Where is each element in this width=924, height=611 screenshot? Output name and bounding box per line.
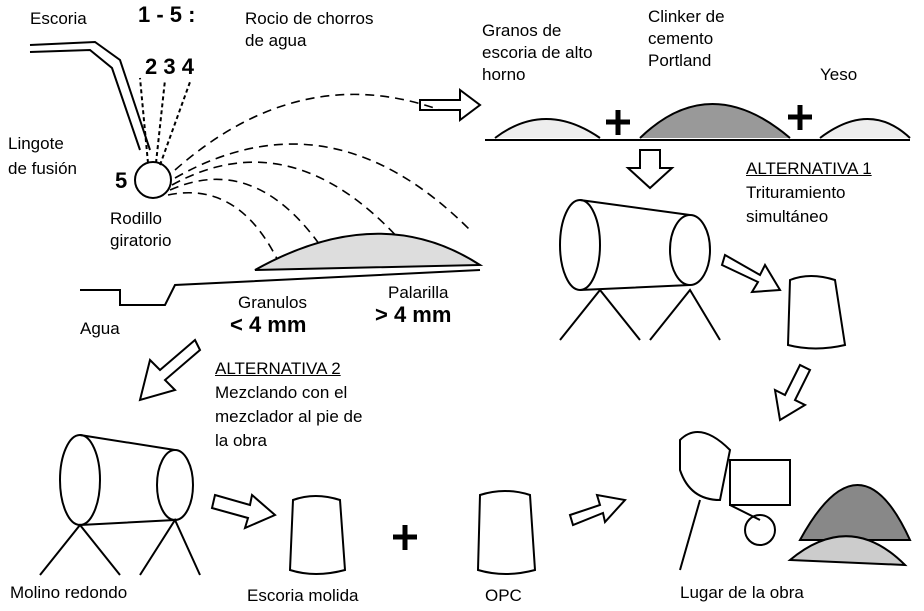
label-granules-size: < 4 mm <box>230 312 307 337</box>
label-slag-2: escoria de alto <box>482 43 593 62</box>
label-opc: OPC <box>485 586 522 605</box>
ball-mill-1 <box>559 199 721 341</box>
label-roller-2: giratorio <box>110 231 172 250</box>
label-roller-1: Rodillo <box>110 209 162 228</box>
label-granules: Granulos <box>238 293 307 312</box>
label-alt2-1: Mezclando con el <box>215 383 348 402</box>
bag-icon <box>786 275 847 350</box>
granule-heap <box>254 232 484 271</box>
aggregate-pile <box>798 484 912 541</box>
label-site: Lugar de la obra <box>680 583 804 602</box>
label-five: 5 <box>115 168 128 193</box>
label-spray-2: de agua <box>245 31 307 50</box>
label-clinker-3: Portland <box>648 51 712 70</box>
label-alt1-1: Trituramiento <box>746 183 846 202</box>
label-nozzles: 2 3 4 <box>145 54 194 79</box>
slag-trough <box>29 40 151 151</box>
ball-mill-2 <box>39 434 201 576</box>
label-water: Agua <box>80 319 120 338</box>
label-gypsum: Yeso <box>820 65 858 84</box>
label-mill: Molino redondo <box>10 583 128 602</box>
label-slag-1: Granos de <box>482 21 562 40</box>
label-escoria: Escoria <box>30 9 87 28</box>
label-ground-slag: Escoria molida <box>247 586 359 605</box>
label-slag-3: horno <box>482 65 526 84</box>
bag-icon <box>476 490 537 575</box>
label-steps: 1 - 5 : <box>138 2 196 27</box>
spray-trajectories <box>167 93 471 266</box>
concrete-mixer <box>679 431 791 571</box>
label-alt1-title: ALTERNATIVA 1 <box>746 159 872 178</box>
label-alt2-3: la obra <box>215 431 267 450</box>
label-pellets: Palarilla <box>388 283 449 302</box>
label-clinker-2: cemento <box>648 29 714 48</box>
label-alt1-2: simultáneo <box>746 207 829 226</box>
ground-line <box>80 269 481 306</box>
label-ingot-1: Lingote <box>8 134 64 153</box>
label-alt2-title: ALTERNATIVA 2 <box>215 359 341 378</box>
label-ingot-2: de fusión <box>8 159 77 178</box>
label-clinker-1: Clinker de <box>648 7 725 26</box>
label-alt2-2: mezclador al pie de <box>215 407 363 426</box>
bag-icon <box>288 495 347 575</box>
label-spray-1: Rocio de chorros <box>245 9 374 28</box>
label-pellets-size: > 4 mm <box>375 302 452 327</box>
rotating-roller <box>134 161 172 199</box>
